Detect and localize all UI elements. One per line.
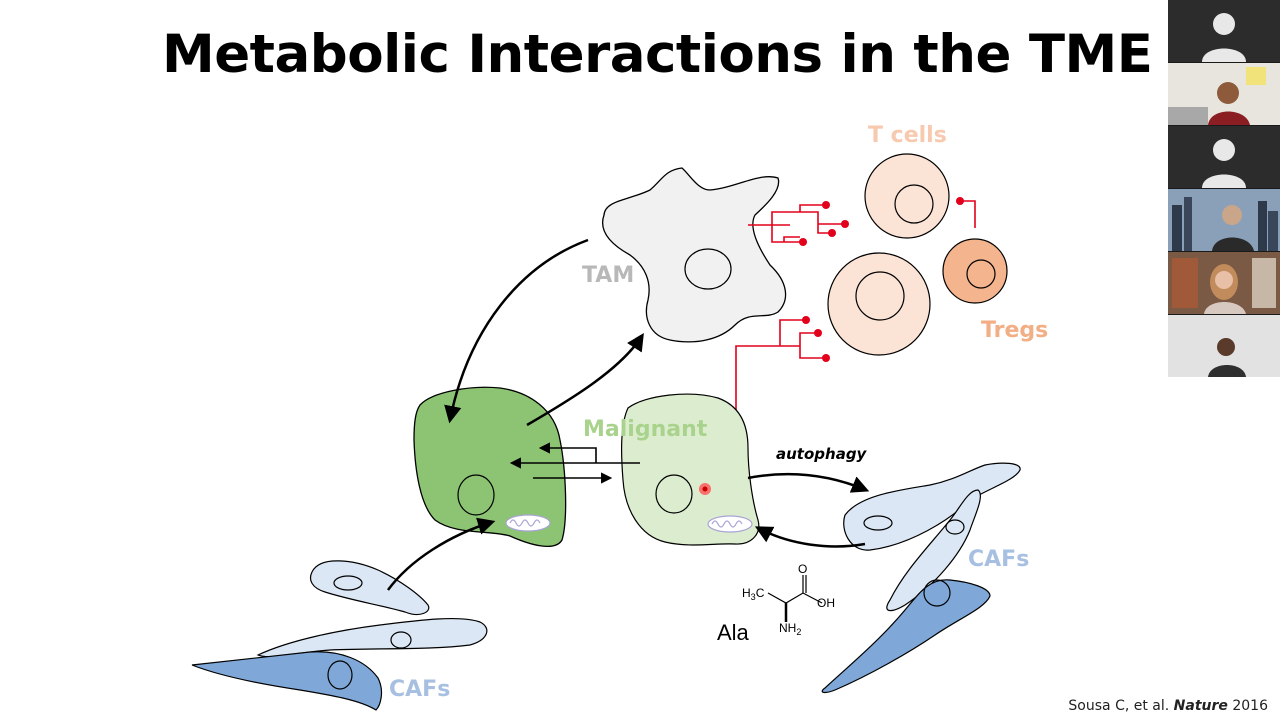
citation: Sousa C, et al. Nature 2016 [1068, 698, 1268, 714]
tam-cell [602, 167, 787, 343]
alanine-labels: H3C O OH NH2 Ala [717, 562, 835, 645]
caf-right-1 [843, 462, 1021, 551]
t-cells-label: T cells [868, 123, 947, 148]
caf-bottom-2 [256, 617, 488, 658]
malignant-light-body [621, 393, 760, 546]
alanine-oh: OH [817, 596, 835, 610]
signal-endpoints [799, 197, 964, 362]
cafs-right-label: CAFs [968, 547, 1029, 572]
inhibition-signals [735, 200, 976, 413]
slide-title: Metabolic Interactions in the TME [162, 24, 1153, 85]
caf-bottom-1 [309, 560, 430, 616]
ala-label: Ala [717, 620, 750, 645]
participant-tile[interactable] [1168, 252, 1280, 314]
tme-diagram: H3C O OH NH2 Ala T cells TAM Tregs Malig… [191, 123, 1048, 711]
t-cell-top-nucleus [894, 184, 934, 224]
tam-body [602, 167, 787, 343]
participant-video-feed [1168, 63, 1280, 125]
malignant-dark-body [413, 386, 567, 548]
alanine-nh2: NH2 [779, 621, 801, 637]
malignant-label: Malignant [583, 417, 708, 442]
alanine-structure [767, 575, 823, 622]
arrow-tam-to-malignant [444, 238, 589, 424]
arrow-caf-to-malignant [386, 517, 496, 591]
avatar-placeholder-icon [1202, 13, 1246, 62]
tam-label: TAM [582, 263, 634, 288]
alanine-h3c: H3C [742, 586, 765, 602]
tregs-label: Tregs [981, 318, 1048, 343]
cafs-right [821, 462, 1021, 694]
arrow-caf-to-malignant-light [754, 526, 866, 548]
exchange-arrows [509, 442, 640, 484]
participant-tile[interactable] [1168, 0, 1280, 62]
arrow-malignant-to-tam [526, 333, 644, 427]
t-cell-top [864, 153, 950, 239]
citation-authors: Sousa C, et al. [1068, 698, 1170, 714]
t-cell-bottom [827, 252, 931, 356]
participant-video-feed [1168, 252, 1280, 314]
malignant-cell-dark [413, 386, 567, 548]
participant-video-feed [1168, 189, 1280, 251]
malignant-cell-light [621, 393, 760, 546]
participant-tile[interactable] [1168, 126, 1280, 188]
cafs-bottom [191, 560, 488, 711]
cafs-bottom-label: CAFs [389, 677, 450, 702]
interaction-arrows [386, 238, 870, 591]
arrow-autophagy [747, 472, 870, 493]
malignant-light-nucleus [655, 474, 693, 514]
t-cell-group [827, 153, 1008, 356]
participant-video-feed [1168, 315, 1280, 377]
caf-bottom-3 [191, 651, 383, 711]
alanine-o: O [798, 562, 807, 576]
treg-nucleus [966, 259, 996, 289]
citation-year: 2016 [1232, 698, 1268, 714]
autophagy-label: autophagy [776, 445, 868, 463]
video-participant-strip [1168, 0, 1280, 377]
citation-journal: Nature [1173, 698, 1228, 714]
treg-cell [942, 238, 1008, 304]
tam-nucleus [684, 248, 732, 290]
participant-tile[interactable] [1168, 315, 1280, 377]
malignant-dark-nucleus [457, 474, 495, 516]
participant-tile[interactable] [1168, 189, 1280, 251]
t-cell-bottom-nucleus [855, 271, 905, 321]
participant-tile[interactable] [1168, 63, 1280, 125]
avatar-placeholder-icon [1202, 139, 1246, 188]
caf-right-3 [821, 579, 991, 694]
